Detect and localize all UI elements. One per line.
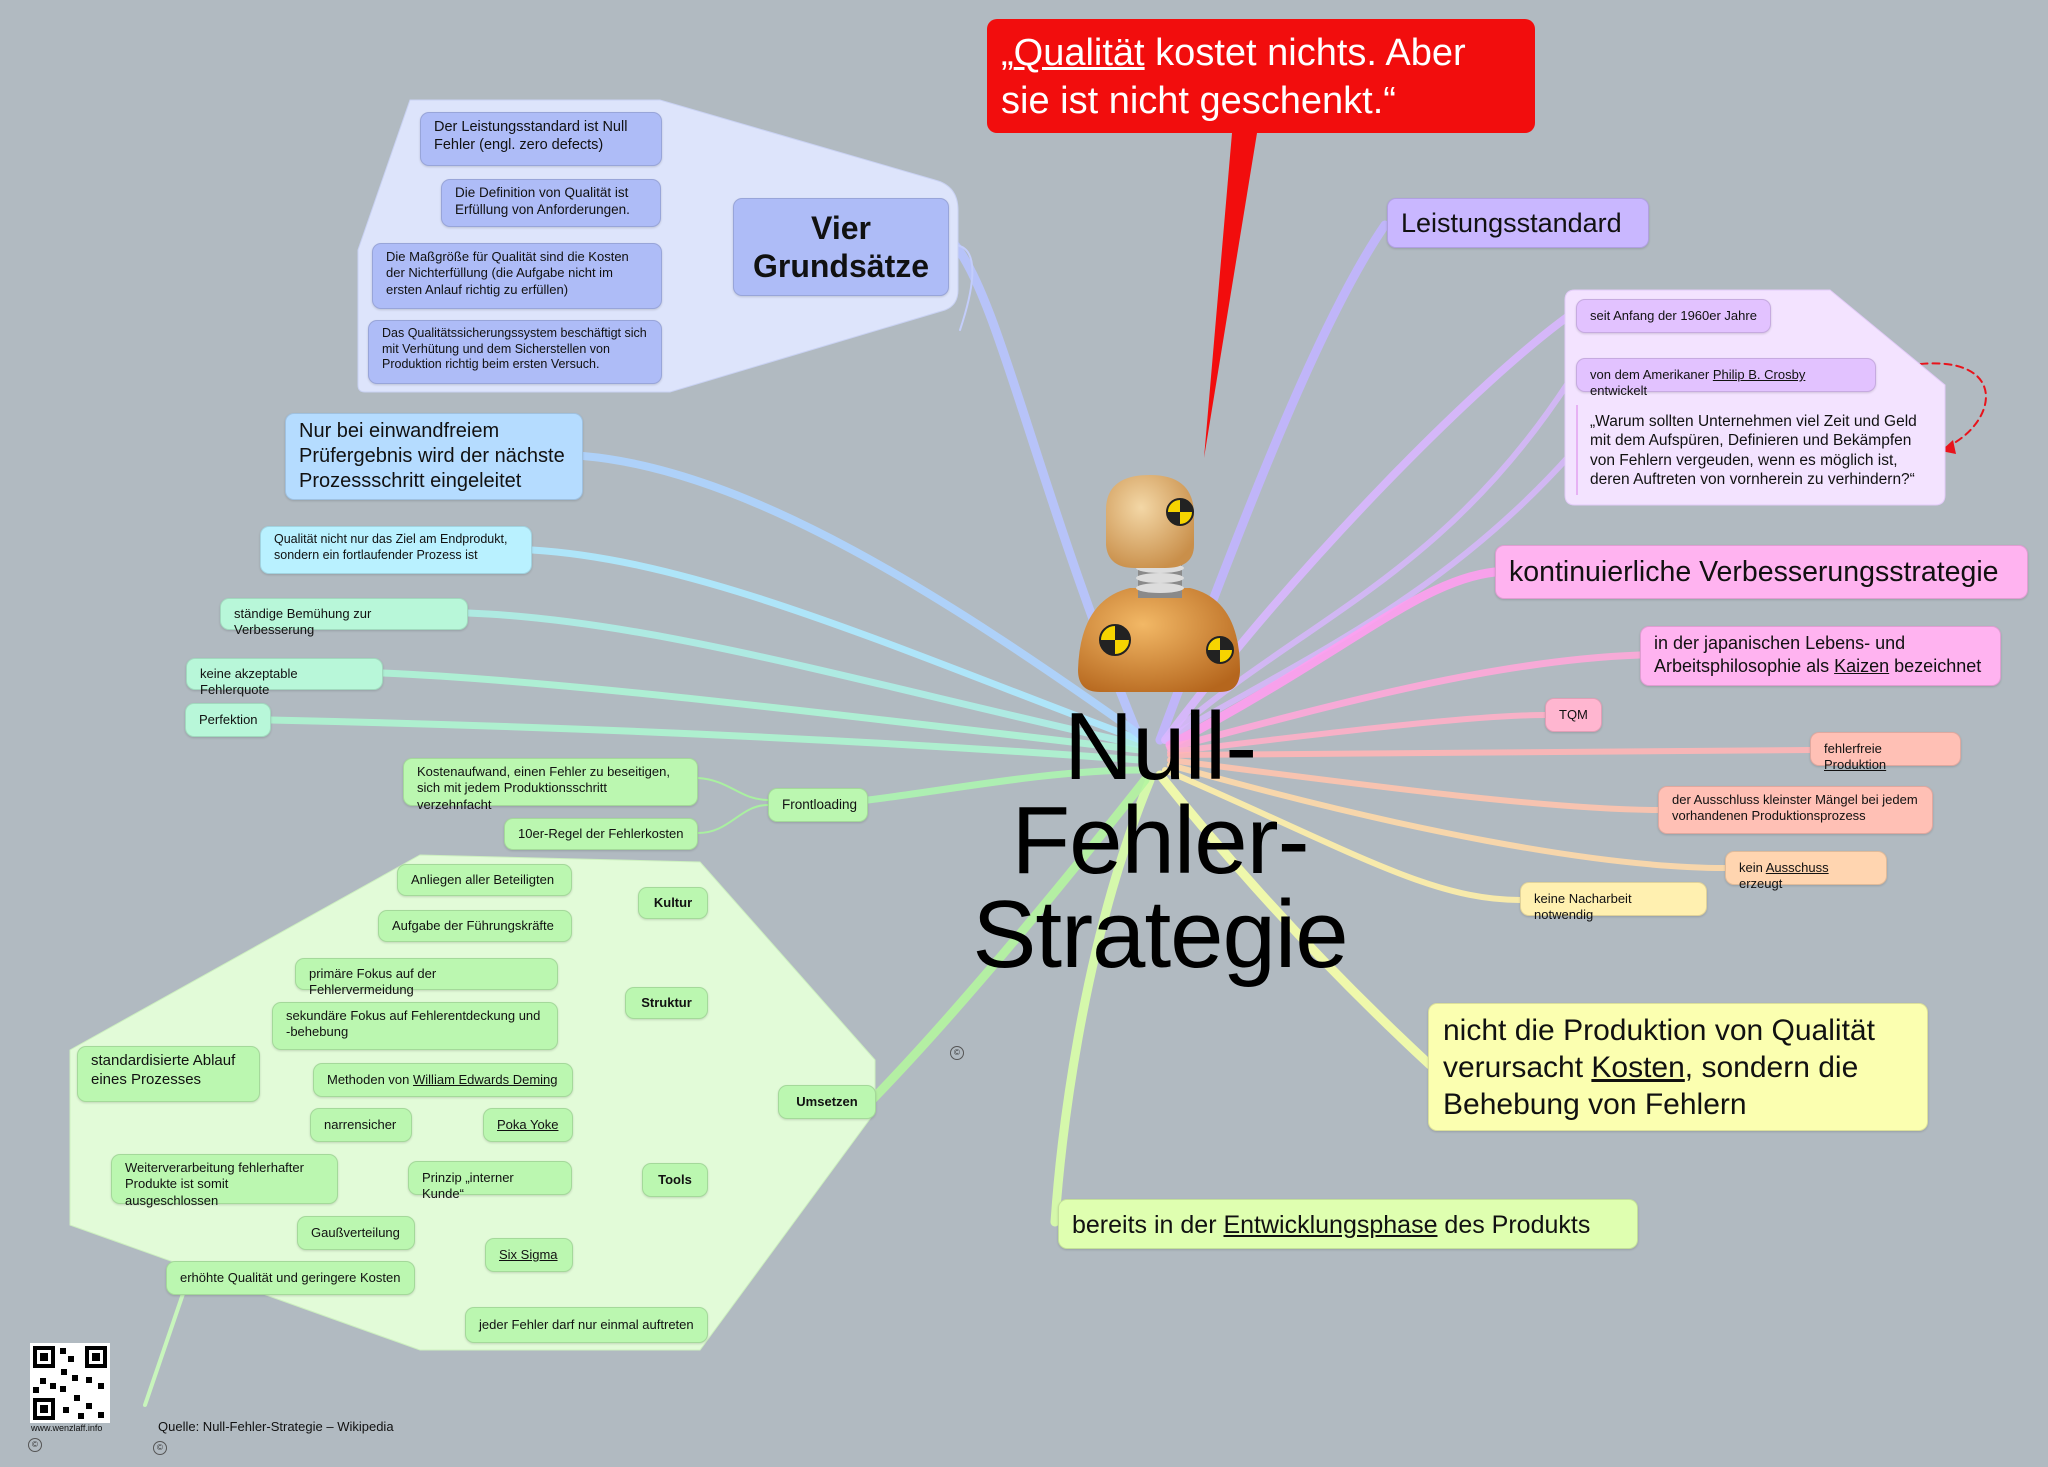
kein-ausschuss-node[interactable]: kein Ausschuss erzeugt	[1725, 851, 1887, 891]
struktur-node[interactable]: Struktur	[625, 987, 708, 1019]
copyright-icon: ©	[950, 1046, 964, 1060]
kultur-anliegen-node[interactable]: Anliegen aller Beteiligten	[397, 864, 572, 896]
tools-node[interactable]: Tools	[642, 1163, 708, 1197]
kostenaufwand-node[interactable]: Kostenaufwand, einen Fehler zu beseitige…	[403, 758, 698, 812]
struktur-sekundaer-node[interactable]: sekundäre Fokus auf Fehlerentdeckung und…	[272, 1002, 558, 1050]
zehner-regel-node[interactable]: 10er-Regel der Fehlerkosten	[504, 818, 698, 850]
crosby-link[interactable]: Philip B. Crosby	[1712, 367, 1806, 382]
grundsatz-2[interactable]: Die Definition von Qualität ist Erfüllun…	[441, 179, 661, 227]
ausschluss-maengel-node[interactable]: der Ausschluss kleinster Mängel bei jede…	[1658, 786, 1933, 834]
qr-code-icon	[30, 1343, 110, 1423]
seit-1960-node[interactable]: seit Anfang der 1960er Jahre	[1576, 299, 1771, 333]
kosten-part-1: nicht die Produktion von Qualität verurs…	[1443, 1014, 1875, 1084]
gaussverteilung-node[interactable]: Gaußverteilung	[297, 1216, 415, 1250]
leistungsstandard-node[interactable]: Leistungsstandard	[1387, 198, 1649, 248]
website-label: www.wenzlaff.info	[31, 1423, 103, 1433]
copyright-icon: ©	[153, 1441, 167, 1455]
kultur-node[interactable]: Kultur	[638, 887, 708, 919]
crash-test-dummy-image	[1078, 475, 1240, 692]
quote-callout: „Qualität kostet nichts. Aber sie ist ni…	[987, 19, 1535, 133]
verbesserung-node[interactable]: ständige Bemühung zur Verbesserung	[220, 598, 468, 637]
source-label: Quelle: Null-Fehler-Strategie – Wikipedi…	[158, 1419, 394, 1434]
erhoehte-qualitaet-node[interactable]: erhöhte Qualität und geringere Kosten	[166, 1261, 415, 1295]
grundsatz-3[interactable]: Die Maßgröße für Qualität sind die Koste…	[372, 243, 662, 309]
deming-prefix: Methoden von	[327, 1072, 414, 1087]
keine-nacharbeit-node[interactable]: keine Nacharbeit notwendig	[1520, 882, 1707, 922]
six-sigma-node[interactable]: Six Sigma	[485, 1238, 573, 1272]
central-topic-line-3: Strategie	[972, 881, 1348, 988]
kaizen-suffix: bezeichnet	[1889, 655, 1982, 676]
pruefergebnis-node[interactable]: Nur bei einwandfreiem Prüfergebnis wird …	[285, 413, 583, 500]
produktion-link[interactable]: Produktion	[1824, 757, 1887, 773]
central-topic: Null- Fehler- Strategie	[930, 693, 1390, 988]
vier-grundsaetze-topic[interactable]: Vier Grundsätze	[733, 198, 949, 296]
kosten-fehler-node[interactable]: nicht die Produktion von Qualität verurs…	[1428, 1003, 1928, 1131]
grundsatz-4[interactable]: Das Qualitätssicherungssystem beschäftig…	[368, 320, 662, 384]
kultur-fuehrung-node[interactable]: Aufgabe der Führungskräfte	[378, 910, 572, 942]
entwicklungsphase-node[interactable]: bereits in der Entwicklungsphase des Pro…	[1058, 1199, 1638, 1249]
ausschuss-suffix: erzeugt	[1739, 876, 1783, 892]
narrensicher-node[interactable]: narrensicher	[310, 1108, 412, 1142]
kaizen-prefix: in der japanischen Lebens- und Arbeitsph…	[1654, 633, 1906, 676]
crosby-prefix: von dem Amerikaner	[1590, 367, 1713, 382]
warum-zitat-node[interactable]: „Warum sollten Unternehmen viel Zeit und…	[1576, 405, 1936, 495]
tqm-node[interactable]: TQM	[1545, 698, 1602, 732]
interner-kunde-node[interactable]: Prinzip „interner Kunde“	[408, 1161, 572, 1201]
deming-link[interactable]: William Edwards Deming	[413, 1072, 558, 1087]
ausschuss-prefix: kein	[1739, 860, 1766, 875]
weiterverarbeitung-node[interactable]: Weiterverarbeitung fehlerhafter Produkte…	[111, 1154, 338, 1208]
frontloading-node[interactable]: Frontloading	[768, 788, 868, 822]
kosten-link[interactable]: Kosten	[1591, 1051, 1685, 1084]
umsetzen-node[interactable]: Umsetzen	[778, 1085, 876, 1119]
poka-yoke-node[interactable]: Poka Yoke	[483, 1108, 573, 1142]
grundsatz-1[interactable]: Der Leistungsstandard ist Null Fehler (e…	[420, 112, 662, 166]
entwicklungsphase-link[interactable]: Entwicklungsphase	[1223, 1211, 1438, 1239]
quote-underlined-word: Qualität	[1013, 32, 1145, 74]
fehlerquote-node[interactable]: keine akzeptable Fehlerquote	[186, 658, 383, 697]
quote-rest: kostet nichts. Aber sie ist nicht gesche…	[1001, 32, 1466, 122]
central-topic-line-1: Null-	[1063, 693, 1257, 800]
einmal-auftreten-node[interactable]: jeder Fehler darf nur einmal auftreten	[465, 1307, 708, 1343]
quote-open: „	[1001, 32, 1014, 74]
entw-prefix: bereits in der	[1072, 1211, 1224, 1239]
ablauf-node[interactable]: standardisierte Ablauf eines Prozesses	[77, 1046, 260, 1102]
perfektion-node[interactable]: Perfektion	[185, 703, 271, 737]
copyright-icon: ©	[28, 1438, 42, 1452]
deming-node[interactable]: Methoden von William Edwards Deming	[313, 1063, 573, 1097]
kosten-part-2: , sondern die Behebung von Fehlern	[1443, 1051, 1859, 1121]
fehlerfrei-prefix: fehlerfreie	[1824, 741, 1882, 756]
ausschuss-link[interactable]: Ausschuss	[1765, 860, 1829, 875]
crosby-node[interactable]: von dem Amerikaner Philip B. Crosby entw…	[1576, 358, 1876, 398]
kvs-node[interactable]: kontinuierliche Verbesserungsstrategie	[1495, 545, 2028, 599]
target-marker-icon	[1099, 498, 1234, 664]
fortlaufender-prozess-node[interactable]: Qualität nicht nur das Ziel am Endproduk…	[260, 526, 532, 574]
kaizen-node[interactable]: in der japanischen Lebens- und Arbeitsph…	[1640, 626, 2001, 686]
central-topic-line-2: Fehler-	[1011, 787, 1309, 894]
fehlerfreie-produktion-node[interactable]: fehlerfreie Produktion	[1810, 732, 1961, 772]
crosby-suffix: entwickelt	[1590, 383, 1648, 399]
struktur-primaer-node[interactable]: primäre Fokus auf der Fehlervermeidung	[295, 958, 558, 997]
entw-suffix: des Produkts	[1437, 1211, 1591, 1239]
kaizen-link[interactable]: Kaizen	[1834, 655, 1890, 676]
